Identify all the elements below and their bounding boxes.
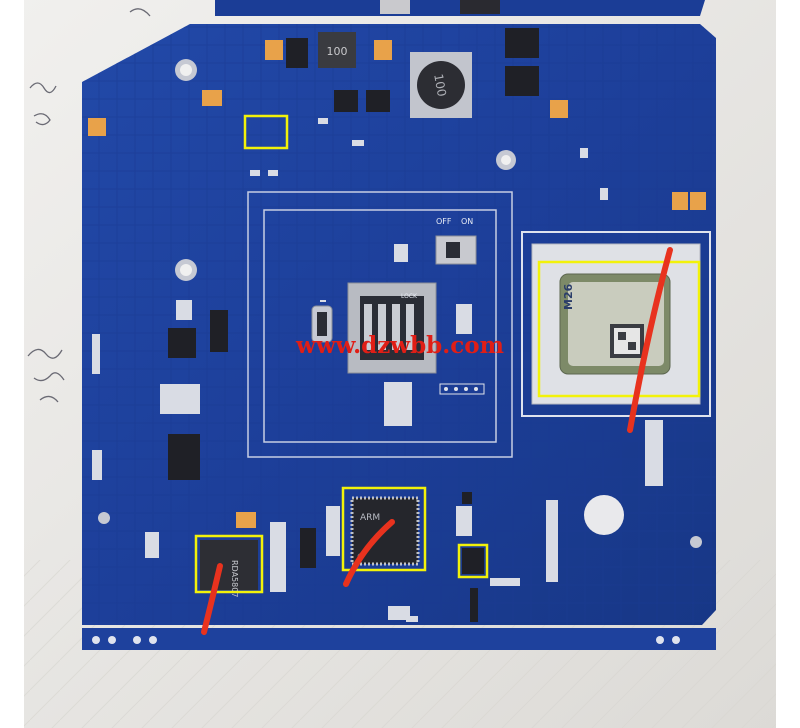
small-ics [168,28,539,622]
right-margin [776,0,800,728]
sim-card-holder: LOCK [347,282,437,374]
passive-components [92,118,663,622]
highlight-boxes [194,114,701,594]
tantalum-capacitors [88,40,706,528]
highlight-gsm-module [537,260,701,398]
pcb-rail [82,628,716,650]
highlight-rda-chip [194,534,264,594]
small-chip [462,548,484,574]
svg-text:RDA5807: RDA5807 [230,560,239,597]
highlight-ic-top [243,114,289,150]
handwriting [27,8,151,403]
stroke-rda [201,563,223,635]
stroke-gsm [627,247,673,433]
inductor-round: 100 [410,52,472,118]
shield-outline-inner [263,209,497,443]
svg-text:ARM: ARM [360,513,380,523]
mounting-holes [98,59,702,548]
module-name: M26 [562,283,575,310]
left-margin [0,0,24,728]
annotation-strokes [201,247,673,635]
stroke-mcu [343,519,395,587]
inductor-top: 100 [318,32,356,68]
header-pins [439,383,485,395]
shield-outline-outer [247,191,513,458]
switch-on-label: ON [461,217,473,226]
sim-lock-label: LOCK [401,293,418,300]
power-switch: OFF ON [435,217,477,265]
watermark: www.dzwbb.com [295,332,504,359]
highlight-arm-mcu [341,486,427,572]
svg-text:100: 100 [327,45,348,58]
switch-off-label: OFF [436,217,452,226]
rda-chip: RDA5807 [200,540,258,597]
highlight-small-chip [457,543,489,579]
gsm-module: M26 [521,231,711,417]
svg-text:100: 100 [431,73,449,98]
